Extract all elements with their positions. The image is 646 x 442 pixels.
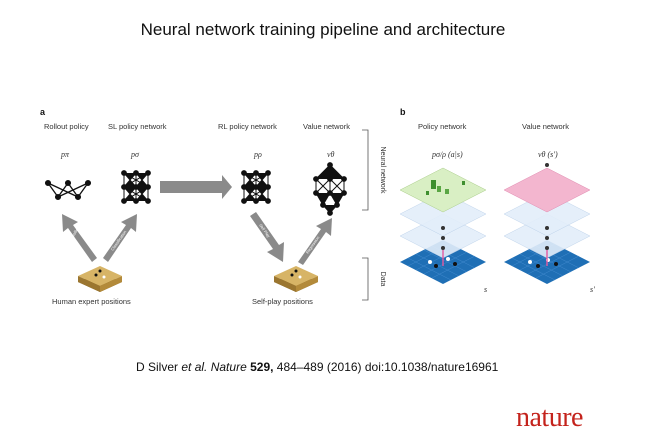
self-play-label: Self-play positions xyxy=(252,297,313,306)
side-bracket xyxy=(362,129,369,301)
panel-b-label: b xyxy=(400,107,406,117)
symbol-sl: pσ xyxy=(131,150,139,159)
column-label-rollout: Rollout policy xyxy=(44,122,89,131)
policy-output-layer xyxy=(399,167,487,213)
citation-rest: 484–489 (2016) doi:10.1038/nature16961 xyxy=(276,360,499,374)
symbol-b-value: vθ (s′) xyxy=(538,150,558,159)
column-label-value: Value network xyxy=(303,122,350,131)
column-label-b-value: Value network xyxy=(522,122,569,131)
sl-network xyxy=(121,170,151,204)
self-play-board xyxy=(274,266,318,292)
self-play-arrow: Self Play xyxy=(250,212,284,262)
nature-logo: nature xyxy=(516,402,583,433)
value-output-layer xyxy=(503,167,591,213)
symbol-rollout: pπ xyxy=(61,150,70,159)
citation-journal: Nature xyxy=(210,360,247,374)
policy-gradient-arrow xyxy=(160,175,232,199)
value-network-stack xyxy=(503,163,591,284)
data-side-label: Data xyxy=(379,272,386,287)
rollout-network xyxy=(44,179,92,201)
value-network xyxy=(313,162,347,216)
page-title: Neural network training pipeline and arc… xyxy=(140,20,506,39)
column-label-b-policy: Policy network xyxy=(418,122,467,131)
regression-arrow: Regression xyxy=(298,218,332,265)
column-label-rl: RL policy network xyxy=(218,122,277,131)
symbol-rl: pρ xyxy=(254,150,262,159)
human-expert-label: Human expert positions xyxy=(52,297,131,306)
state-label-s-prime: s′ xyxy=(590,285,595,294)
neural-network-side-label: Neural network xyxy=(379,146,386,194)
human-expert-board xyxy=(78,266,122,292)
citation-etal: et al. xyxy=(181,360,208,374)
symbol-b-policy: pσ/ρ (a|s) xyxy=(432,150,463,159)
arrow-label-classification-2: Classification xyxy=(110,229,128,251)
citation-volume: 529, xyxy=(250,360,274,374)
arrow-label-regression: Regression xyxy=(305,235,321,254)
citation: D Silver et al. Nature 529, 484–489 (201… xyxy=(136,360,498,374)
citation-authors: D Silver xyxy=(136,360,179,374)
symbol-value: vθ xyxy=(327,150,335,159)
classification-arrow-2: Classification xyxy=(103,214,137,262)
rl-network xyxy=(241,170,271,204)
panel-a-label: a xyxy=(40,107,46,117)
state-label-s: s xyxy=(484,285,487,294)
policy-network-stack xyxy=(399,167,487,284)
column-label-sl: SL policy network xyxy=(108,122,167,131)
classification-arrow-1: Classification xyxy=(62,214,97,262)
